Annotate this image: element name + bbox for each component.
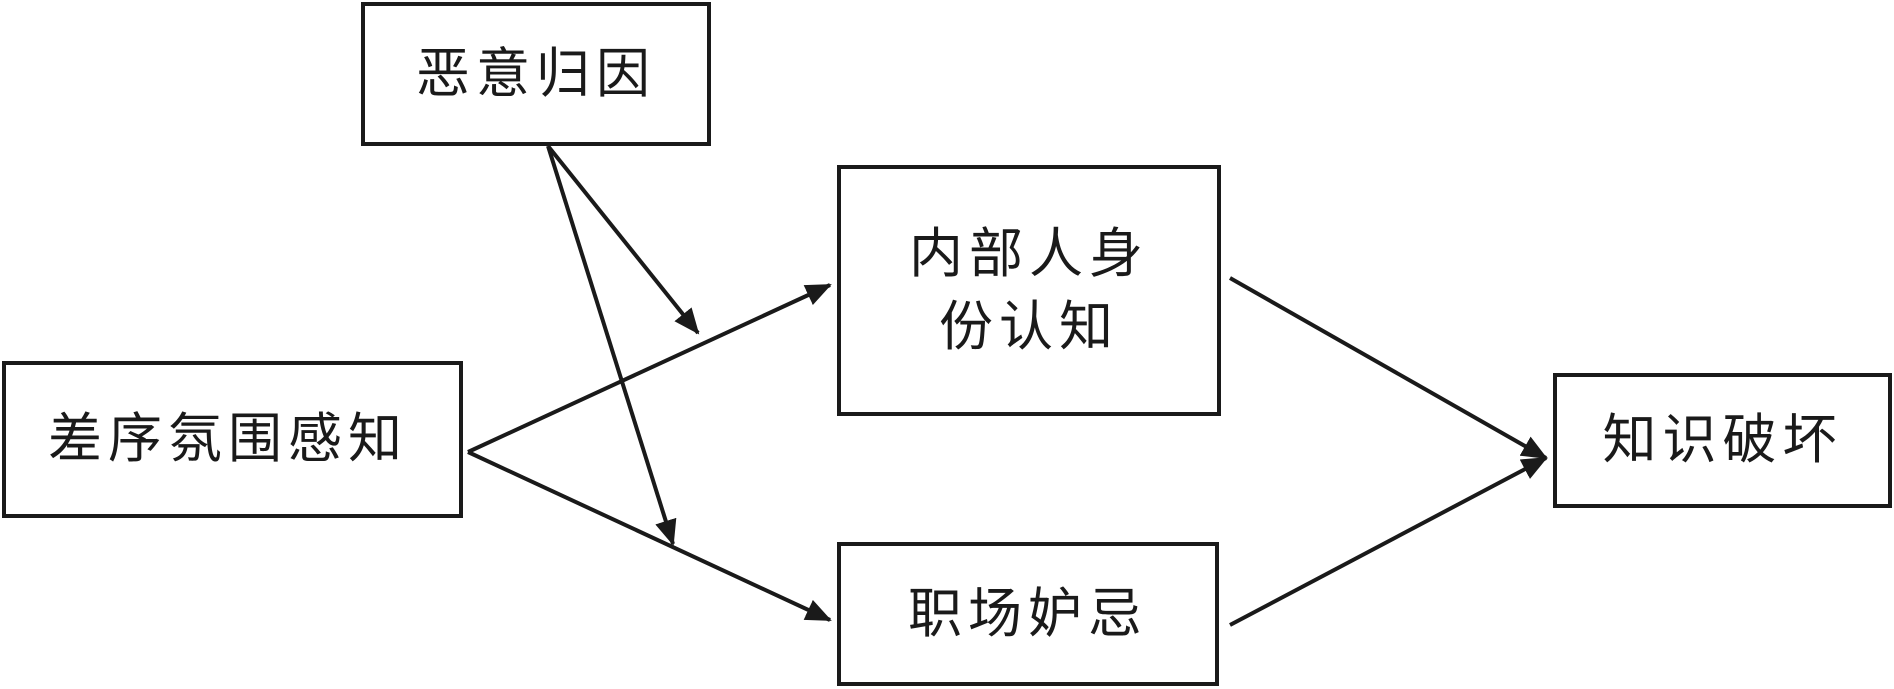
node-malicious-attribution: 恶意归因: [361, 2, 711, 146]
node-differential-climate: 差序氛围感知: [2, 361, 463, 518]
node-label: 职场妒忌: [908, 581, 1148, 645]
node-label: 知识破坏: [1602, 408, 1843, 472]
node-knowledge-sabotage: 知识破坏: [1553, 373, 1892, 508]
node-workplace-envy: 职场妒忌: [837, 542, 1219, 686]
edge-envy-to-sabotage: [1229, 456, 1548, 627]
edge-climate-to-insider: [467, 283, 832, 454]
node-label: 差序氛围感知: [48, 407, 408, 471]
node-label-line2: 份认知: [939, 294, 1119, 358]
moderation-edge-upper: [546, 144, 700, 335]
edge-insider-to-sabotage: [1229, 276, 1548, 460]
edge-climate-to-envy: [467, 450, 832, 622]
node-label-line1: 内部人身: [909, 221, 1149, 285]
node-label: 恶意归因: [416, 41, 656, 105]
node-insider-identity: 内部人身 份认知: [837, 165, 1221, 416]
moderation-edge-lower: [546, 145, 677, 546]
